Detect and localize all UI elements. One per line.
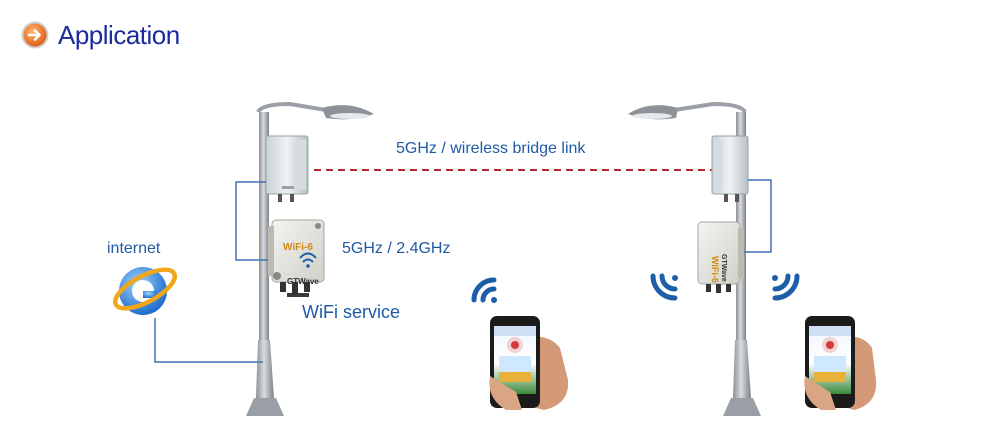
wifi-signal-icon <box>772 273 800 301</box>
outdoor-access-point-left <box>268 219 325 297</box>
band-label: 5GHz / 2.4GHz <box>342 240 451 257</box>
bridge-antenna-left <box>265 135 309 202</box>
cable-right <box>744 179 772 253</box>
street-light-pole-right <box>628 101 761 416</box>
page-title: Application <box>58 19 180 50</box>
bridge-antenna-right <box>711 135 749 202</box>
bridge-link-label: 5GHz / wireless bridge link <box>396 140 586 157</box>
outdoor-access-point-right <box>697 221 744 293</box>
device-brand-left: GTWave <box>287 277 319 286</box>
street-light-pole-left <box>246 101 374 416</box>
cable-left <box>235 181 268 261</box>
arrow-icon <box>21 21 49 49</box>
wifi-signal-icon <box>471 277 497 303</box>
internet-explorer-icon <box>112 267 178 315</box>
device-brand-right: GTWave <box>720 254 727 282</box>
section-header: Application <box>20 18 180 52</box>
wifi-signal-icon <box>650 273 678 301</box>
internet-cable <box>154 318 263 363</box>
internet-label: internet <box>107 240 161 257</box>
wifi-service-label: WiFi service <box>302 302 400 322</box>
device-badge-left: WiFi-6 <box>283 242 313 253</box>
device-badge-right: WiFi-6 <box>710 256 720 283</box>
smartphone-icon <box>804 316 877 410</box>
smartphone-icon <box>489 316 569 410</box>
